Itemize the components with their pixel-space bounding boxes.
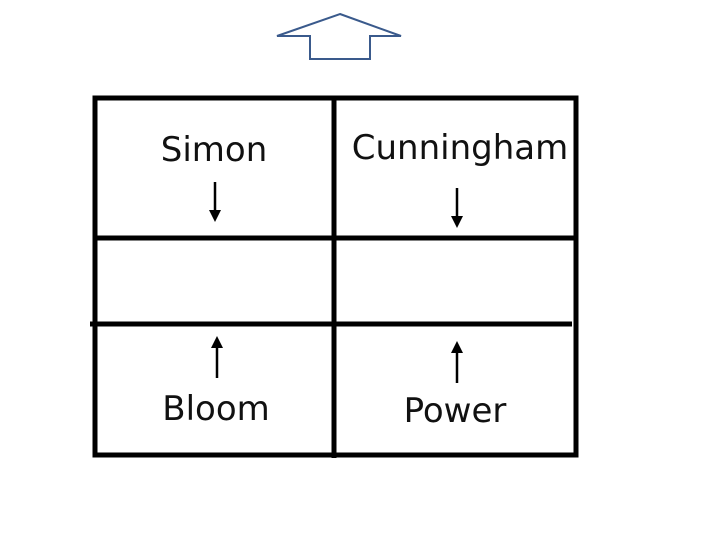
cell-top-left: Simon bbox=[161, 130, 268, 222]
cell-label-bottom-right: Power bbox=[404, 391, 507, 431]
cell-label-bottom-left: Bloom bbox=[162, 389, 270, 429]
down-arrow-icon bbox=[209, 182, 221, 222]
cell-top-right: Cunningham bbox=[352, 128, 568, 228]
cell-label-top-left: Simon bbox=[161, 130, 268, 170]
up-arrow-icon bbox=[451, 341, 463, 383]
up-block-arrow-icon bbox=[276, 12, 402, 60]
down-arrow-icon bbox=[451, 188, 463, 228]
cell-bottom-right: Power bbox=[404, 341, 507, 431]
cell-label-top-right: Cunningham bbox=[352, 128, 568, 168]
up-arrow-icon bbox=[211, 336, 223, 378]
cell-bottom-left: Bloom bbox=[162, 336, 270, 429]
